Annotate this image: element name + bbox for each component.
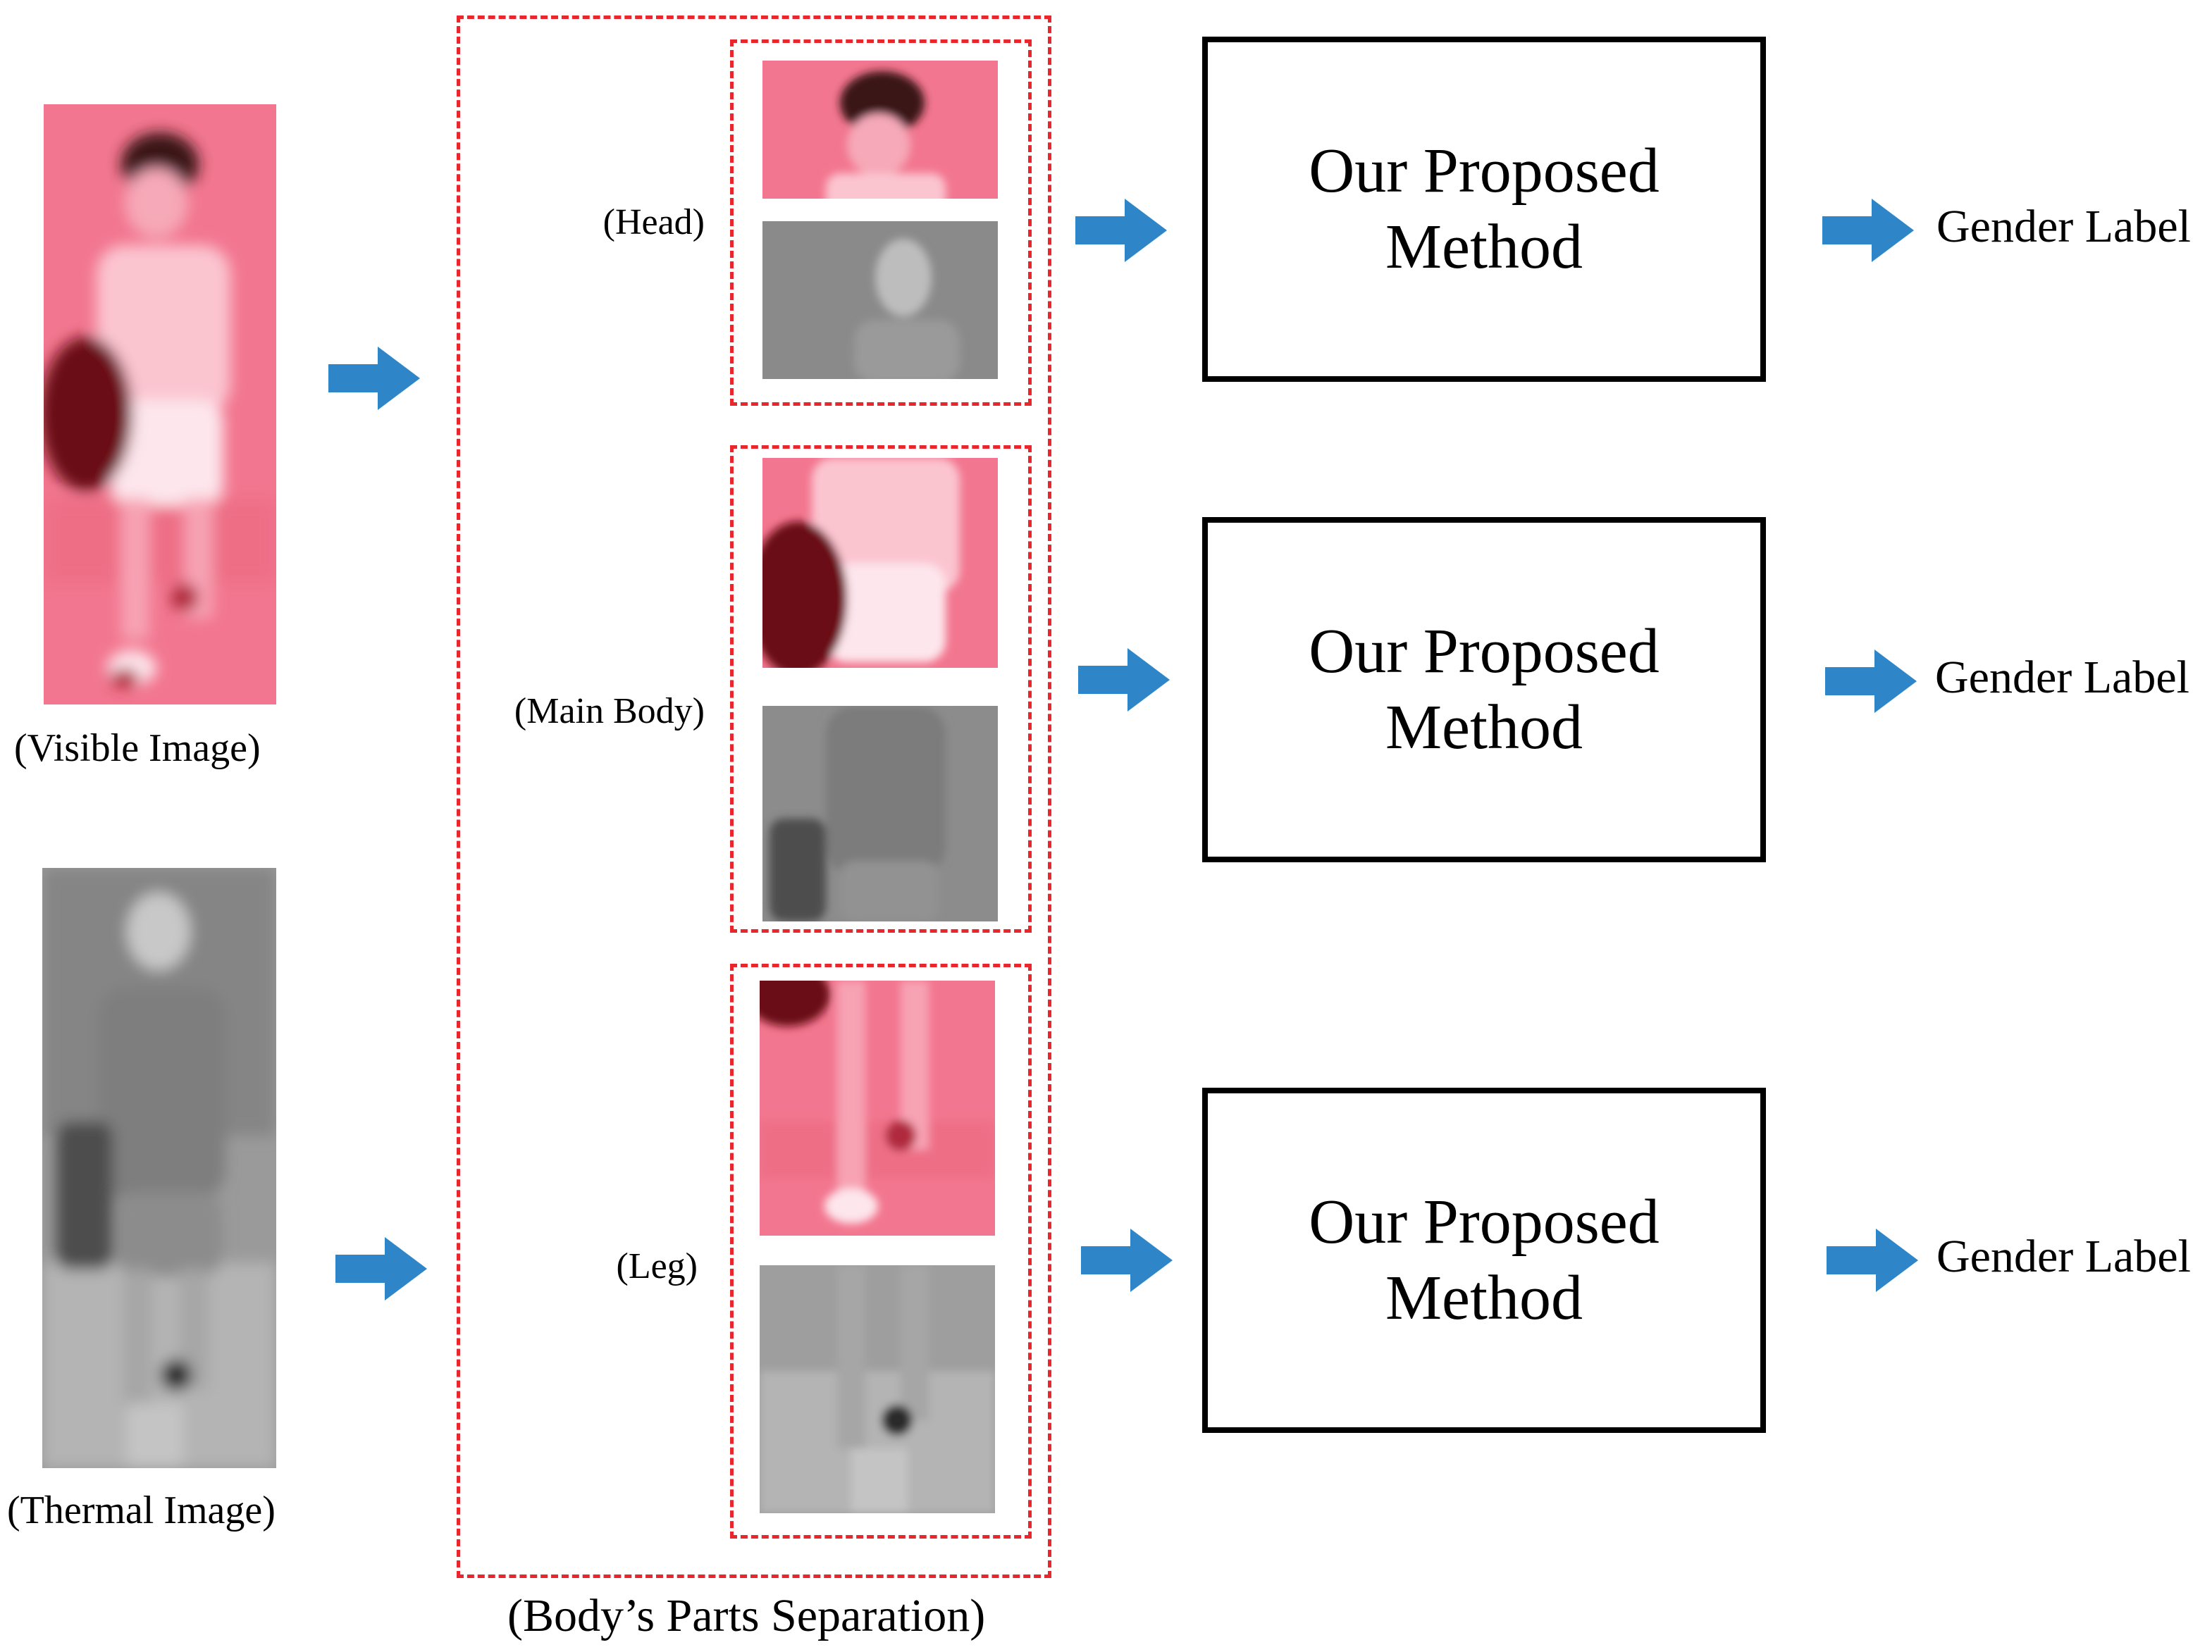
head-thermal-crop (762, 221, 998, 379)
method-box-main-body: Our Proposed Method (1202, 517, 1766, 862)
head-label: (Head) (603, 202, 705, 242)
visible-image-caption: (Visible Image) (14, 726, 261, 770)
head-to-method-arrow (1075, 199, 1167, 262)
method-title-line2: Method (1385, 693, 1583, 762)
thermal-image (42, 868, 276, 1468)
head-visible-crop (762, 61, 998, 199)
body-parts-separation-caption: (Body’s Parts Separation) (507, 1590, 986, 1641)
method-to-output-arrow-3 (1827, 1229, 1918, 1292)
method-box-head: Our Proposed Method (1202, 37, 1766, 382)
method-to-output-arrow-2 (1825, 650, 1917, 713)
main-body-thermal-crop (762, 706, 998, 921)
method-title-line1: Our Proposed (1309, 136, 1660, 206)
method-title-line1: Our Proposed (1309, 616, 1660, 686)
visible-to-separation-arrow (328, 347, 420, 410)
main-body-label: (Main Body) (514, 691, 705, 731)
leg-parts-frame (730, 964, 1032, 1539)
method-title-line2: Method (1385, 1263, 1583, 1333)
head-parts-frame (730, 39, 1032, 406)
leg-to-method-arrow (1081, 1229, 1173, 1292)
main-body-visible-crop (762, 458, 998, 668)
thermal-image-caption: (Thermal Image) (7, 1489, 276, 1532)
method-box-leg: Our Proposed Method (1202, 1088, 1766, 1433)
leg-thermal-crop (760, 1265, 995, 1513)
method-title-line2: Method (1385, 212, 1583, 282)
body-parts-separation-frame (457, 15, 1051, 1578)
gender-label-output-3: Gender Label (1936, 1231, 2191, 1282)
thermal-to-separation-arrow (335, 1237, 427, 1300)
main-body-parts-frame (730, 445, 1032, 933)
leg-label: (Leg) (616, 1246, 698, 1286)
gender-label-output-1: Gender Label (1936, 201, 2191, 252)
method-title-line1: Our Proposed (1309, 1187, 1660, 1257)
gender-label-output-2: Gender Label (1935, 652, 2189, 703)
main-body-to-method-arrow (1078, 648, 1170, 712)
method-to-output-arrow-1 (1822, 199, 1914, 262)
visible-image (44, 104, 276, 704)
leg-visible-crop (760, 981, 995, 1236)
